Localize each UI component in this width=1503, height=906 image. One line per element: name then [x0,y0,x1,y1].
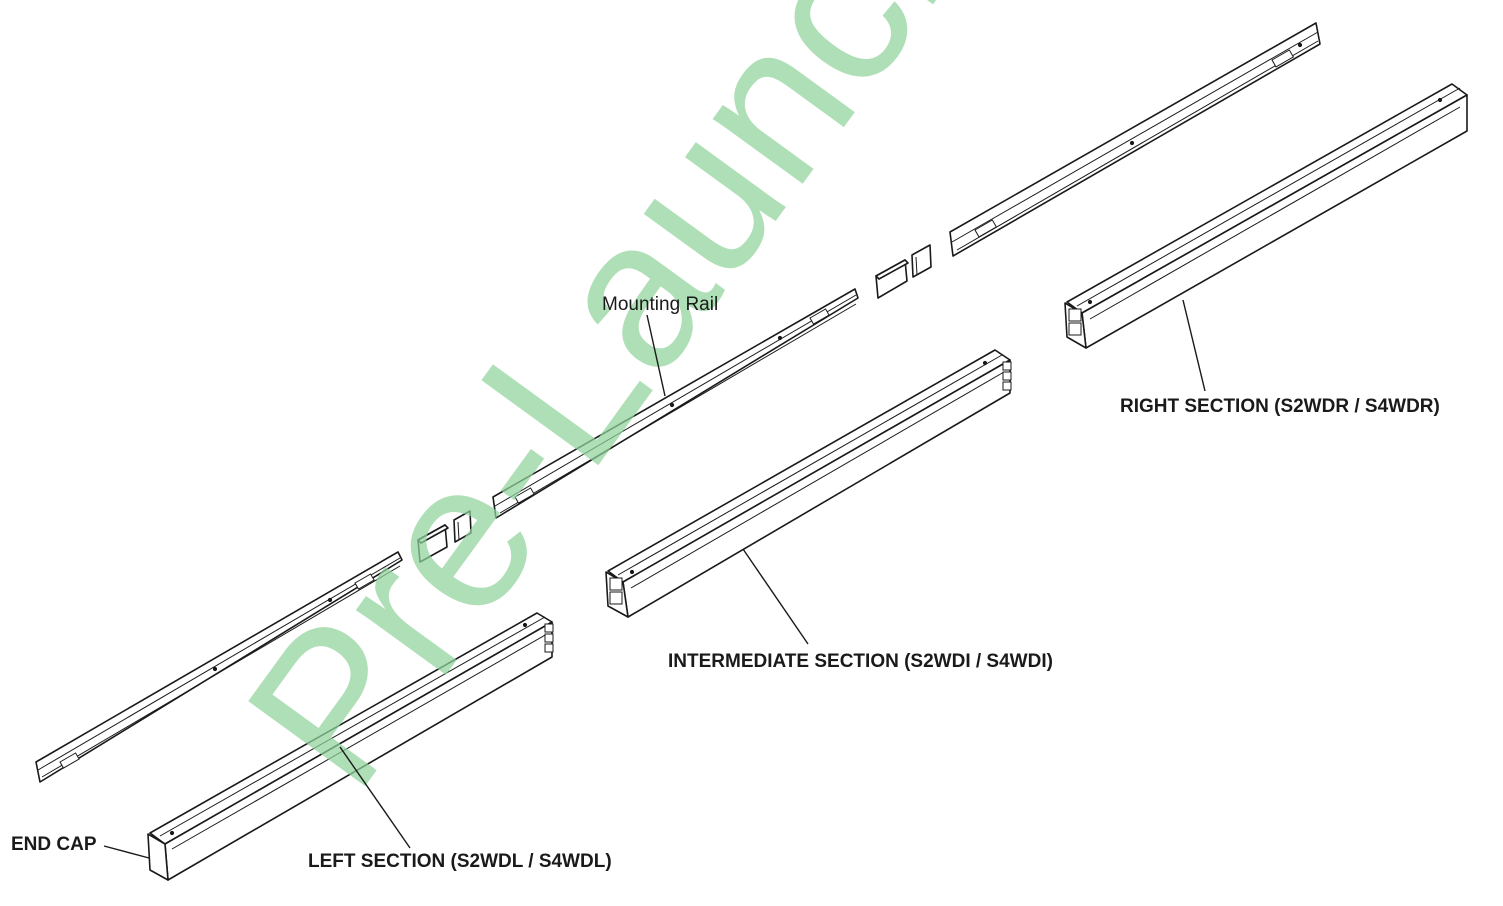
joining-bracket-right [875,244,932,299]
mounting-rail-middle [492,288,859,519]
right-section [1064,83,1468,349]
intermediate-section-label: INTERMEDIATE SECTION (S2WDI / S4WDI) [668,651,1053,672]
mounting-rail-right [949,22,1321,257]
leader-mounting-rail [646,314,666,397]
left-section [147,612,554,881]
end-cap-label: END CAP [11,834,97,855]
intermediate-section [605,349,1012,618]
right-section-label: RIGHT SECTION (S2WDR / S4WDR) [1120,396,1440,417]
leader-left-section [339,746,411,849]
left-section-label: LEFT SECTION (S2WDL / S4WDL) [308,851,612,872]
leader-right-section [1182,299,1206,392]
leader-end-cap [103,845,150,859]
mounting-rail-label: Mounting Rail [602,294,718,315]
leader-intermediate-section [742,548,809,645]
joining-bracket-left [417,510,472,563]
mounting-rail-left [35,551,403,783]
